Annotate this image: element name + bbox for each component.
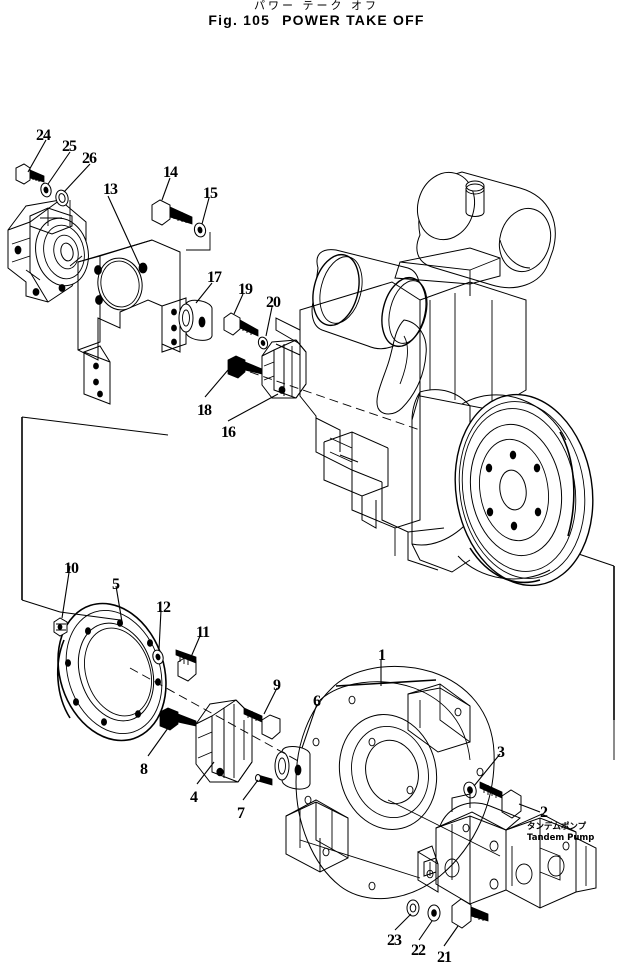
part-label-16: 16: [221, 424, 236, 441]
part-label-15: 15: [203, 185, 218, 202]
fastener-group-2-3: [463, 781, 522, 819]
engine-assembly: [275, 171, 594, 587]
spacer-collar-6: [274, 746, 311, 790]
part-label-24: 24: [36, 127, 51, 144]
bolt-19: [223, 312, 259, 337]
part-label-21: 21: [437, 949, 452, 966]
part-label-5: 5: [112, 576, 120, 593]
washer-20: [257, 336, 269, 350]
bolt-21: [451, 898, 489, 929]
section-frame-right: [560, 547, 615, 760]
bolt-14: [151, 199, 193, 226]
muffler-tank: [416, 171, 556, 289]
part-label-17: 17: [207, 269, 222, 286]
part-label-13: 13: [103, 181, 118, 198]
part-label-8: 8: [140, 761, 148, 778]
fastener-group-21-22-23: [406, 898, 489, 929]
figure-title-english: Fig. 105 POWER TAKE OFF: [0, 12, 633, 28]
section-frame-left: [21, 416, 169, 621]
figure-title-text: POWER TAKE OFF: [282, 12, 425, 28]
flywheel-housing-1: [285, 666, 495, 900]
oil-pan: [381, 482, 445, 571]
engine-block: [275, 247, 527, 529]
bolt-11: [175, 649, 197, 682]
part-label-7: 7: [237, 805, 245, 822]
flywheel: [454, 393, 594, 587]
washer-3: [463, 781, 477, 799]
washer-15: [193, 222, 207, 238]
axis-centerline-lower: [129, 667, 301, 763]
coupling-assembly-mid: [178, 299, 421, 431]
part-label-10: 10: [64, 560, 79, 577]
air-cleaner: [311, 249, 428, 350]
part-label-11: 11: [196, 624, 210, 641]
hydraulic-pump-upper: [7, 199, 89, 303]
part-label-1: 1: [378, 647, 386, 664]
part-label-14: 14: [163, 164, 178, 181]
tandem-pump: [417, 793, 597, 909]
flange-plate-5: [56, 602, 167, 742]
bolt-8: [159, 707, 197, 731]
engine-mount-bracket: [323, 431, 389, 529]
figure-header: パワー テーク オフ Fig. 105 POWER TAKE OFF: [0, 0, 633, 28]
part-label-20: 20: [266, 294, 281, 311]
part-label-9: 9: [273, 677, 281, 694]
spacer-collar-17: [178, 299, 213, 341]
bolt-2: [479, 781, 522, 819]
bolt-18: [227, 355, 263, 379]
part-label-2: 2: [540, 804, 548, 821]
assembly-guide-line-2: [387, 799, 501, 857]
part-label-18: 18: [197, 402, 212, 419]
washer-23: [406, 899, 420, 917]
mounting-bracket-13: [77, 239, 187, 405]
washer-25: [40, 182, 52, 198]
inner-wedge-bracket: [285, 799, 349, 873]
fastener-group-14-15: [151, 199, 211, 251]
part-label-25: 25: [62, 138, 77, 155]
intake-elbow: [376, 319, 427, 415]
annotation-tandem-pump-japanese: タンデムポンプ: [527, 822, 587, 832]
part-label-19: 19: [238, 281, 253, 298]
bolt-9: [243, 707, 281, 740]
fastener-group-24-25-26: [15, 163, 71, 226]
axis-centerline-upper: [249, 371, 421, 431]
coupling-16: [261, 339, 307, 399]
part-label-6: 6: [313, 693, 321, 710]
part-label-12: 12: [156, 599, 171, 616]
leader-lines: [27, 139, 541, 947]
figure-title-japanese: パワー テーク オフ: [254, 0, 379, 11]
lifting-bracket-3: [407, 683, 471, 753]
part-label-26: 26: [82, 150, 97, 167]
flywheel-bellhousing-engine: [457, 394, 567, 580]
part-label-4: 4: [190, 789, 198, 806]
part-label-22: 22: [411, 942, 426, 959]
fastener-group-11-12: [152, 649, 197, 682]
annotation-tandem-pump-english: Tandem Pump: [527, 833, 595, 843]
washer-26: [55, 189, 69, 207]
pin-7: [255, 774, 273, 786]
washer-12: [152, 649, 164, 665]
washer-22: [427, 904, 441, 922]
figure-number: Fig. 105: [208, 12, 271, 28]
nut-10: [53, 617, 68, 637]
bolt-24: [15, 163, 45, 185]
part-label-3: 3: [497, 744, 505, 761]
part-label-23: 23: [387, 932, 402, 949]
assembly-guide-line: [299, 839, 421, 879]
